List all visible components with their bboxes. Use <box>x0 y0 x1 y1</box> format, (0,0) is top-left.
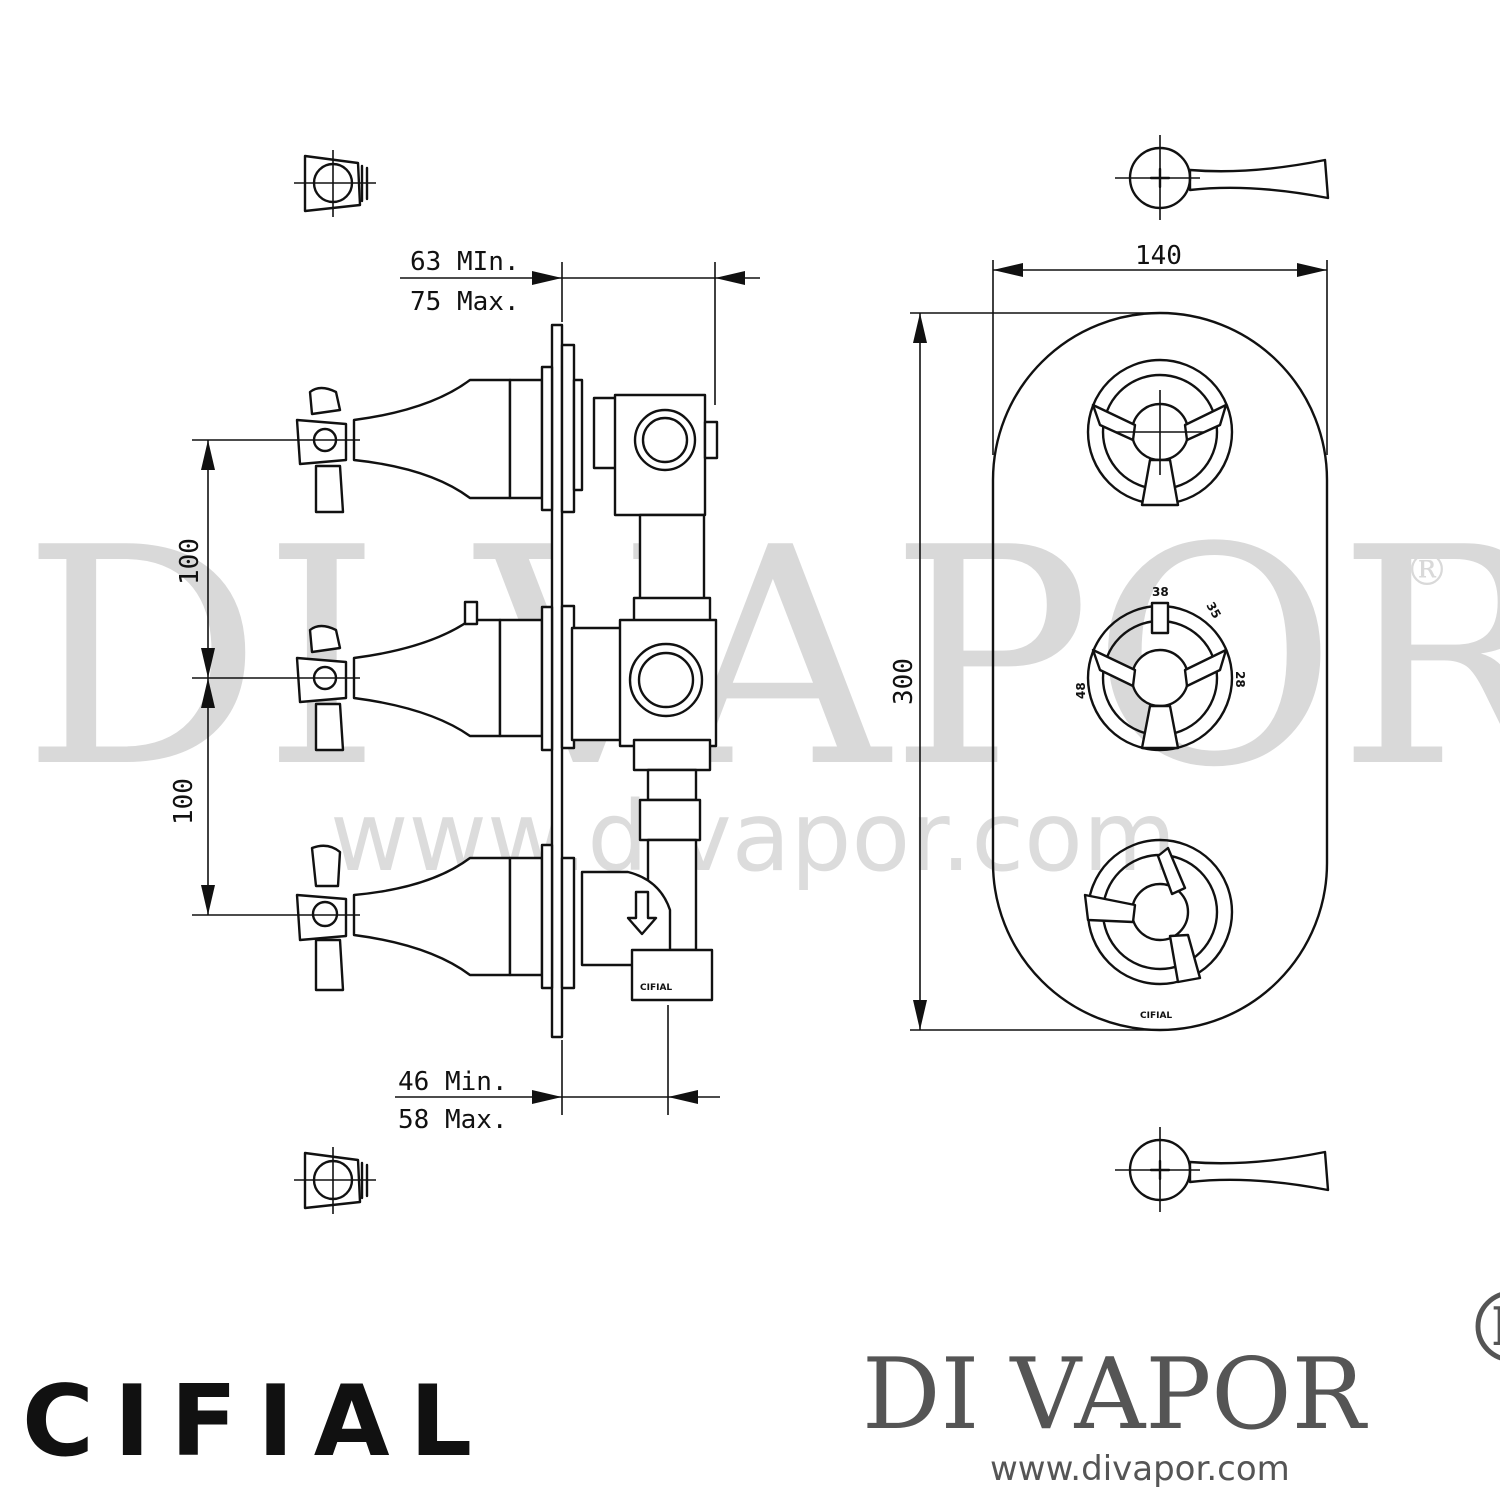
dimension-valve-spacing: 100 100 <box>169 439 360 916</box>
dimension-depth-top: 63 MIn. 75 Max. <box>400 247 760 405</box>
upper-control-knob <box>1086 358 1234 507</box>
bottom-handle-end-icon <box>294 1147 376 1214</box>
bottom-lever-icon <box>1115 1127 1330 1212</box>
depth-top-min: 63 MIn. <box>410 247 520 277</box>
middle-valve <box>295 600 576 752</box>
spacing-lower: 100 <box>169 778 199 825</box>
lower-valve <box>295 843 576 992</box>
dial-mark-48: 48 <box>1074 682 1088 699</box>
dimension-plate-height: 300 <box>889 312 1160 1031</box>
plate-mark: CIFIAL <box>1140 1011 1172 1021</box>
backplate <box>550 323 564 1039</box>
footer: CIFIAL DI VAPOR ® www.divapor.com <box>22 1272 1500 1489</box>
side-view: CIFIAL 63 MIn. 75 Max. 46 Min. 58 Max. <box>169 150 760 1214</box>
top-lever-icon <box>1115 135 1330 220</box>
plate-height: 300 <box>889 658 919 705</box>
depth-bottom-max: 58 Max. <box>398 1105 508 1135</box>
spacing-upper: 100 <box>175 538 205 585</box>
dial-mark-38: 38 <box>1152 585 1169 599</box>
dimension-depth-bottom: 46 Min. 58 Max. <box>395 1005 720 1135</box>
watermark-reg: ® <box>1405 545 1449 596</box>
divapor-logo-reg: ® <box>1462 1272 1500 1386</box>
cover-plate <box>991 311 1329 1032</box>
lower-control-knob <box>1083 838 1234 986</box>
depth-bottom-min: 46 Min. <box>398 1067 508 1097</box>
dial-mark-28: 28 <box>1233 671 1247 688</box>
top-handle-end-icon <box>294 150 376 217</box>
divapor-logo: DI VAPOR <box>862 1338 1369 1452</box>
plate-width: 140 <box>1135 241 1182 271</box>
cifial-logo: CIFIAL <box>22 1365 492 1479</box>
watermark-brand: DI VAPOR <box>22 484 1500 833</box>
watermark: DI VAPOR ® www.divapor.com <box>22 484 1500 893</box>
valve-body: CIFIAL <box>570 393 719 1002</box>
valve-body-mark: CIFIAL <box>640 983 672 993</box>
dimension-plate-width: 140 <box>992 241 1328 455</box>
depth-top-max: 75 Max. <box>410 287 520 317</box>
divapor-url: www.divapor.com <box>990 1449 1290 1489</box>
upper-valve <box>295 343 584 514</box>
